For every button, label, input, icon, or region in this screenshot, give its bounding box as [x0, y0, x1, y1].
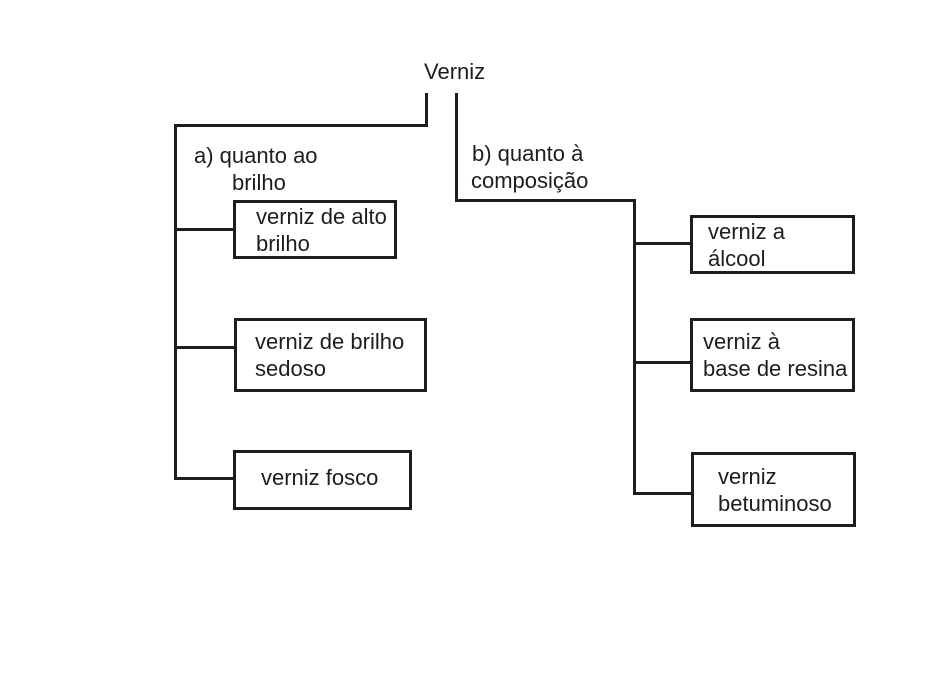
node-text-line: verniz de brilho: [255, 329, 405, 354]
branch-a-connector-3: [174, 477, 233, 480]
branch-a-connector-1: [174, 228, 233, 231]
node-verniz-a-alcool: verniz a álcool: [690, 215, 855, 274]
branch-a-label-line1: a) quanto ao: [194, 143, 318, 168]
node-text-line: betuminoso: [718, 490, 832, 516]
branch-a-top-line: [174, 124, 428, 127]
node-verniz-de-alto-brilho: verniz de alto brilho: [233, 200, 397, 259]
branch-a-label-line2: brilho: [232, 170, 286, 195]
node-text-line: verniz fosco: [261, 465, 379, 490]
root-label: Verniz: [424, 59, 486, 84]
branch-b-trunk-line: [633, 199, 636, 495]
branch-b-connector-1: [633, 242, 690, 245]
node-verniz-fosco: verniz fosco: [233, 450, 412, 510]
node-text-line: base de resina: [703, 356, 848, 381]
branch-b-connector-3: [633, 492, 691, 495]
node-text-line: verniz: [718, 463, 777, 489]
node-text-line: verniz à: [703, 329, 781, 354]
node-text-line: verniz a: [708, 218, 786, 244]
branch-a-trunk-line: [174, 124, 177, 480]
branch-a-connector-2: [174, 346, 234, 349]
branch-b-connector-2: [633, 361, 690, 364]
node-verniz-a-base-de-resina: verniz à base de resina: [690, 318, 855, 392]
node-verniz-de-brilho-sedoso: verniz de brilho sedoso: [234, 318, 427, 392]
node-verniz-betuminoso: verniz betuminoso: [691, 452, 856, 527]
root-stub-b-line: [455, 93, 458, 202]
node-text-line: brilho: [256, 230, 310, 256]
branch-b-label-line1: b) quanto à: [472, 141, 584, 166]
node-text-line: sedoso: [255, 356, 326, 381]
node-text-line: verniz de alto: [256, 203, 387, 229]
branch-b-top-line: [455, 199, 636, 202]
node-text-line: álcool: [708, 245, 766, 271]
branch-b-label-line2: composição: [471, 168, 589, 193]
root-stub-a-line: [425, 93, 428, 127]
